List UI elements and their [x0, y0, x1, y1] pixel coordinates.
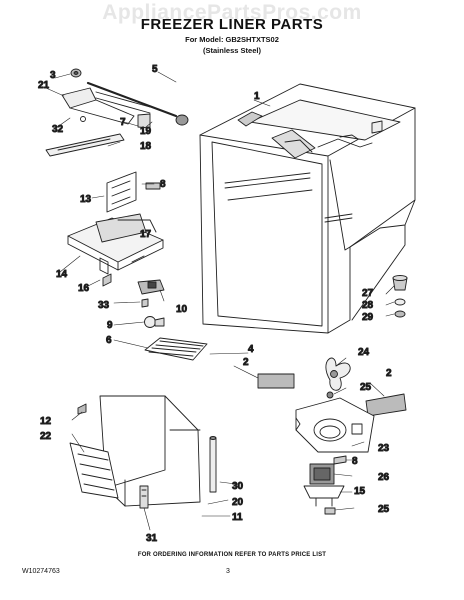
fan-blade [325, 357, 351, 391]
callout-8: 8 [352, 456, 358, 467]
screw [102, 273, 112, 287]
callout-21: 21 [38, 80, 50, 91]
page-title: FREEZER LINER PARTS [140, 16, 324, 33]
auger-knob [70, 68, 82, 78]
insulation-pad [365, 393, 407, 417]
insulation-pad [257, 373, 295, 389]
finish-label: (Stainless Steel) [203, 46, 261, 55]
page-number: 3 [226, 568, 230, 575]
callout-labels: 1 2 2 3 4 5 6 7 8 8 9 10 11 12 13 14 15 … [38, 64, 393, 545]
watermark: AppliancePartsPros.com [102, 1, 362, 24]
drive-shaft [86, 81, 178, 118]
callout-33: 33 [98, 300, 110, 311]
callout-25: 25 [378, 504, 390, 515]
callout-30: 30 [232, 481, 244, 492]
light-bulb [144, 316, 165, 328]
callout-10: 10 [176, 304, 188, 315]
screw [333, 455, 347, 465]
document-number: W10274763 [22, 568, 60, 575]
callout-7: 7 [120, 117, 126, 128]
callout-3: 3 [50, 70, 56, 81]
shelf-assembly [67, 213, 164, 275]
support-rod [209, 436, 217, 493]
callout-14: 14 [56, 269, 68, 280]
nut [326, 391, 334, 399]
callout-23: 23 [378, 443, 390, 454]
shelf-bracket [106, 171, 137, 213]
callout-32: 32 [52, 124, 64, 135]
freezer-liner [199, 83, 416, 334]
screw [77, 403, 87, 415]
screw [145, 182, 161, 190]
air-grille [69, 442, 119, 499]
callout-17: 17 [140, 229, 152, 240]
callout-19: 19 [140, 126, 152, 137]
leader-lines [45, 71, 395, 531]
fan-motor [309, 463, 335, 485]
callout-26: 26 [378, 472, 390, 483]
motor-bracket [303, 485, 345, 507]
callout-20: 20 [232, 497, 244, 508]
lower-rail [45, 133, 125, 157]
callout-4: 4 [248, 344, 254, 355]
callout-11: 11 [232, 512, 243, 523]
callout-18: 18 [140, 141, 152, 152]
callout-24: 24 [358, 347, 370, 358]
callout-16: 16 [78, 283, 90, 294]
screw [141, 298, 149, 308]
washer [394, 298, 406, 306]
model-number: For Model: GB2SHTXTS02 [185, 35, 279, 44]
callout-15: 15 [354, 486, 366, 497]
fan-housing [295, 397, 375, 453]
callout-1: 1 [254, 91, 260, 102]
gear-ring [175, 114, 189, 126]
callout-31: 31 [146, 533, 158, 544]
callout-6: 6 [106, 335, 112, 346]
light-grille [144, 337, 208, 361]
ordering-note: FOR ORDERING INFORMATION REFER TO PARTS … [137, 552, 327, 558]
callout-2: 2 [386, 368, 392, 379]
callout-12: 12 [40, 416, 52, 427]
callout-27: 27 [362, 288, 374, 299]
callout-8: 8 [160, 179, 166, 190]
callout-13: 13 [80, 194, 92, 205]
callout-22: 22 [40, 431, 52, 442]
rear-panel [99, 395, 201, 507]
callout-25: 25 [360, 382, 372, 393]
washer [394, 310, 406, 318]
nut [324, 507, 336, 515]
callout-9: 9 [107, 320, 113, 331]
retainer-clip [139, 485, 149, 509]
light-socket [137, 279, 165, 295]
callout-5: 5 [152, 64, 158, 75]
callout-29: 29 [362, 312, 374, 323]
callout-28: 28 [362, 300, 374, 311]
callout-2: 2 [243, 357, 249, 368]
track-cover-assembly [61, 87, 151, 129]
damper-knob [392, 275, 408, 291]
